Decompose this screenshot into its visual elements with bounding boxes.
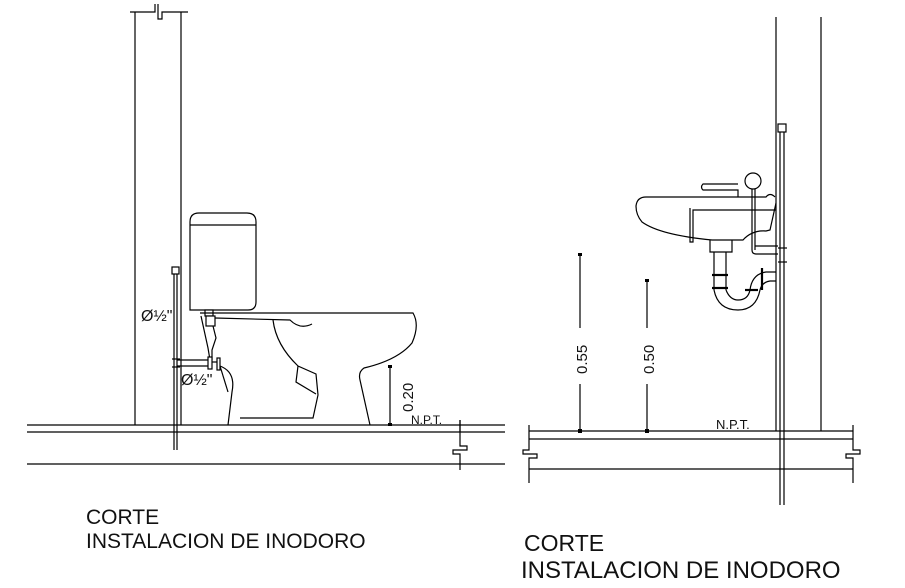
right-supply-pipe [777,123,787,505]
faucet [700,172,778,255]
lavatory-basin [635,193,777,253]
toilet-bowl [200,312,417,426]
dimension-0-55 [578,253,582,433]
left-supply-pipe [171,266,210,450]
left-wall [130,4,188,425]
dimension-0-20 [388,365,392,426]
pipe-label-upper: Ø½" [141,308,172,325]
left-toilet-section [27,4,505,470]
dimension-label-0-55: 0.55 [574,345,591,374]
dimension-label-0-20: 0.20 [400,383,417,412]
floor-label-left: N.P.T. [411,413,442,427]
left-title-instalacion: INSTALACION DE INODORO [86,530,366,553]
right-title-instalacion: INSTALACION DE INODORO [521,557,841,584]
left-title-corte: CORTE [86,506,160,529]
right-lavatory-section [522,17,861,505]
dimension-0-50 [645,279,649,433]
dimension-label-0-50: 0.50 [641,345,658,374]
right-wall [775,17,822,431]
pipe-label-lower: Ø½" [181,372,212,389]
wall-valve [778,247,787,263]
p-trap [712,252,776,311]
toilet-supply-valve [200,309,221,371]
left-floor-slab [27,420,505,470]
floor-label-right: N.P.T. [716,417,750,432]
right-title-corte: CORTE [524,530,605,556]
toilet-tank [189,212,257,311]
right-floor-slab [522,425,861,483]
